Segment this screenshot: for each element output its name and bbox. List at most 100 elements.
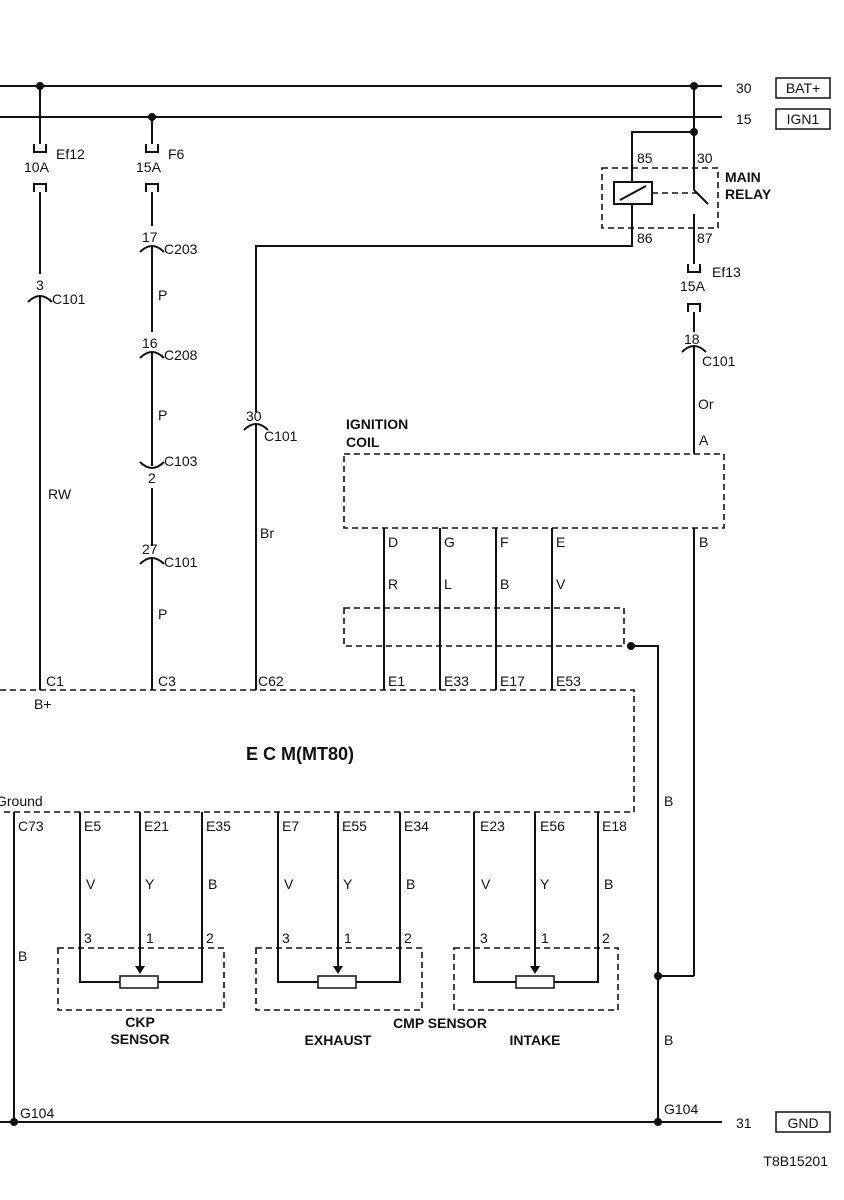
ecm-outline bbox=[0, 689, 635, 813]
rail-bat-box bbox=[775, 77, 831, 99]
ckp-outline bbox=[57, 947, 225, 1011]
circuit-relay-86: 30 C101 Br bbox=[243, 232, 633, 690]
ignition-coil: IGNITION COIL A B D G F E R L B V B B G1… bbox=[343, 416, 725, 1126]
rail-ign: 15 IGN1 bbox=[0, 108, 831, 130]
coil-pin-f: F bbox=[500, 534, 509, 550]
ecm-pin-e17: E17 bbox=[500, 673, 525, 689]
ecm-ground: Ground bbox=[0, 793, 43, 809]
ckp-resistor bbox=[119, 975, 159, 989]
wire-color-p2: P bbox=[158, 407, 167, 423]
figure-id: T8B15201 bbox=[763, 1153, 828, 1169]
fuse-f6-rating: 15A bbox=[136, 159, 162, 175]
intake-pin-3: 3 bbox=[480, 930, 488, 946]
fuse-ef13-name: Ef13 bbox=[712, 264, 741, 280]
junction-dot bbox=[654, 1118, 662, 1126]
connector-c103-2 bbox=[139, 461, 165, 469]
circuit-f6: F6 15A 17 C203 P 16 C208 P 2 C103 27 C10… bbox=[136, 113, 198, 690]
junction-dot bbox=[654, 972, 662, 980]
fuse-ef12-name: Ef12 bbox=[56, 146, 85, 162]
rail-gnd-number: 31 bbox=[736, 1115, 752, 1131]
intake-pin-1: 1 bbox=[541, 930, 549, 946]
ecm-pin-e7: E7 bbox=[282, 818, 299, 834]
c101-27-pin: 27 bbox=[142, 541, 158, 557]
ecm-pin-c1: C1 bbox=[46, 673, 64, 689]
relay-contact bbox=[693, 189, 709, 205]
relay-pin86: 86 bbox=[637, 230, 653, 246]
c208-16-pin: 16 bbox=[142, 335, 158, 351]
ecm: E C M(MT80) B+ Ground C1 C3 C62 E1 E33 E… bbox=[0, 673, 635, 834]
ecm-title: E C M(MT80) bbox=[246, 744, 354, 764]
wire-color-b-ground: B bbox=[18, 948, 27, 964]
ecm-b-plus: B+ bbox=[34, 696, 52, 712]
ignition-coil-label-2: COIL bbox=[346, 434, 380, 450]
rail-gnd: 31 GND bbox=[0, 1111, 831, 1133]
rail-ign-number: 15 bbox=[736, 111, 752, 127]
c203-17-name: C203 bbox=[164, 241, 198, 257]
relay-label-1: MAIN bbox=[725, 169, 761, 185]
c103-2-pin: 2 bbox=[148, 470, 156, 486]
coil-shield bbox=[343, 607, 625, 647]
ecm-pin-e53: E53 bbox=[556, 673, 581, 689]
ckp-wire-v: V bbox=[86, 876, 96, 892]
ecm-pin-e1: E1 bbox=[388, 673, 405, 689]
ecm-pin-e18: E18 bbox=[602, 818, 627, 834]
intake-wire-v: V bbox=[481, 876, 491, 892]
exhaust-pin-1: 1 bbox=[344, 930, 352, 946]
intake-wire-b: B bbox=[604, 876, 613, 892]
c101-3-pin: 3 bbox=[36, 277, 44, 293]
exhaust-wire-b: B bbox=[406, 876, 415, 892]
wire-color-or: Or bbox=[698, 396, 714, 412]
fuse-ef13-bottom bbox=[687, 303, 701, 312]
c101-30-name: C101 bbox=[264, 428, 298, 444]
exhaust-resistor bbox=[317, 975, 357, 989]
ecm-pin-c62: C62 bbox=[258, 673, 284, 689]
ckp-wire-y: Y bbox=[145, 876, 155, 892]
c101-18-name: C101 bbox=[702, 353, 736, 369]
relay-outline bbox=[601, 167, 719, 229]
c203-17-pin: 17 bbox=[142, 229, 158, 245]
ecm-pin-e33: E33 bbox=[444, 673, 469, 689]
junction-dot bbox=[10, 1118, 18, 1126]
c101-3-name: C101 bbox=[52, 291, 86, 307]
exhaust-label: EXHAUST bbox=[305, 1032, 372, 1048]
cmp-sensor-label: CMP SENSOR bbox=[393, 1015, 487, 1031]
c101-30-pin: 30 bbox=[246, 408, 262, 424]
wire-color-b-coil: B bbox=[699, 534, 708, 550]
fuse-f6-bottom bbox=[145, 183, 159, 192]
rail-bat-name: BAT+ bbox=[786, 80, 820, 96]
wire-color-v: V bbox=[556, 576, 566, 592]
exhaust-pin-3: 3 bbox=[282, 930, 290, 946]
ecm-pin-c73: C73 bbox=[18, 818, 44, 834]
sensor-cmp-exhaust: V Y B 3 1 2 EXHAUST bbox=[255, 812, 423, 1048]
fuse-ef12-bottom bbox=[33, 183, 47, 192]
main-relay: 85 30 86 87 MAIN RELAY bbox=[601, 82, 772, 264]
wire-color-b-lower: B bbox=[664, 1032, 673, 1048]
ecm-pin-e56: E56 bbox=[540, 818, 565, 834]
fuse-f6-top bbox=[145, 144, 159, 153]
exhaust-wire-y: Y bbox=[343, 876, 353, 892]
c103-2-name: C103 bbox=[164, 453, 198, 469]
exhaust-pin-2: 2 bbox=[404, 930, 412, 946]
ecm-pin-e5: E5 bbox=[84, 818, 101, 834]
fuse-ef12-top bbox=[33, 144, 47, 153]
intake-resistor bbox=[515, 975, 555, 989]
ckp-pin-1: 1 bbox=[146, 930, 154, 946]
wire-color-p1: P bbox=[158, 287, 167, 303]
sensor-cmp-intake: V Y B 3 1 2 INTAKE bbox=[453, 812, 619, 1048]
ckp-label-2: SENSOR bbox=[110, 1031, 169, 1047]
ckp-pin-2: 2 bbox=[206, 930, 214, 946]
fuse-ef13-top bbox=[687, 264, 701, 273]
wire-color-br: Br bbox=[260, 525, 274, 541]
relay-label-2: RELAY bbox=[725, 186, 772, 202]
c101-18-pin: 18 bbox=[684, 331, 700, 347]
intake-wire-y: Y bbox=[540, 876, 550, 892]
wire-color-l: L bbox=[444, 576, 452, 592]
ignition-coil-pin-a: A bbox=[699, 432, 709, 448]
ground-right: G104 bbox=[664, 1101, 698, 1117]
rail-gnd-name: GND bbox=[787, 1115, 818, 1131]
rail-bat-number: 30 bbox=[736, 80, 752, 96]
ecm-pin-e21: E21 bbox=[144, 818, 169, 834]
intake-pin-2: 2 bbox=[602, 930, 610, 946]
ecm-ground-circuit: B G104 bbox=[10, 812, 54, 1126]
ecm-pin-c3: C3 bbox=[158, 673, 176, 689]
